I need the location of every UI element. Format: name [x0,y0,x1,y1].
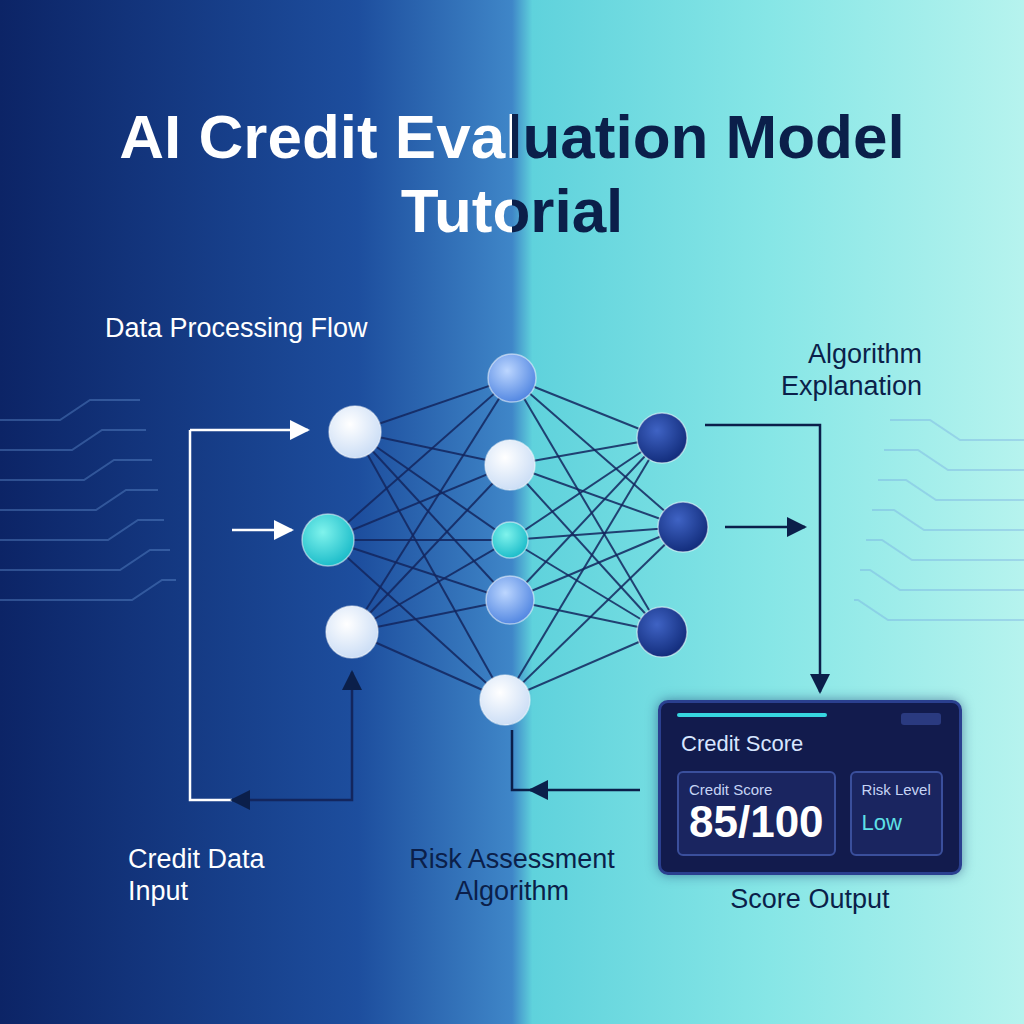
score-card: Risk LevelLow [850,771,943,856]
circuit-trace [854,600,1024,620]
circuit-trace [884,450,1024,470]
circuit-trace [352,540,510,632]
flow-label: Risk Assessment Algorithm [362,843,662,908]
circuit-trace [328,540,510,600]
circuit-trace [0,550,170,570]
card-label: Credit Score [689,781,824,798]
circuit-trace [355,432,505,700]
card-label: Risk Level [862,781,931,798]
score-panel: Credit ScoreCredit Score85/100Risk Level… [658,700,962,875]
circuit-trace [512,378,662,632]
neuron [492,522,528,558]
neuron [480,675,530,725]
circuit-trace [0,490,158,510]
circuit-trace [510,527,683,600]
circuit-trace [328,539,510,541]
circuit-trace [890,420,1024,440]
neuron [658,502,708,552]
circuit-trace [328,378,512,540]
flow-label: Data Processing Flow [105,312,375,344]
panel-header-bar [901,713,941,725]
circuit-trace [860,570,1024,590]
card-value: 85/100 [689,798,824,846]
panel-row: Credit Score85/100Risk LevelLow [677,771,943,856]
circuit-trace [866,540,1024,560]
neuron [486,576,534,624]
card-value: Low [862,810,931,836]
panel-heading: Credit Score [681,731,943,757]
flow-label: Score Output [710,883,910,915]
circuit-trace [872,510,1024,530]
circuit-trace [0,430,146,450]
score-card: Credit Score85/100 [677,771,836,856]
panel-header-bar [677,713,827,717]
circuit-trace [510,540,662,632]
neuron [485,440,535,490]
circuit-trace [0,580,176,600]
circuit-trace [0,400,140,420]
circuit-trace [0,520,164,540]
neuron [637,413,687,463]
neuron [326,606,378,658]
flow-label: Algorithm Explanation [700,338,922,403]
neuron [488,354,536,402]
circuit-trace [510,465,683,527]
circuit-trace [0,460,152,480]
circuit-trace [328,465,510,540]
flow-label: Credit Data Input [128,843,318,908]
neuron [637,607,687,657]
neuron [302,514,354,566]
title: AI Credit Evaluation Model Tutorial [112,100,912,249]
circuit-trace [878,480,1024,500]
neuron [329,406,381,458]
